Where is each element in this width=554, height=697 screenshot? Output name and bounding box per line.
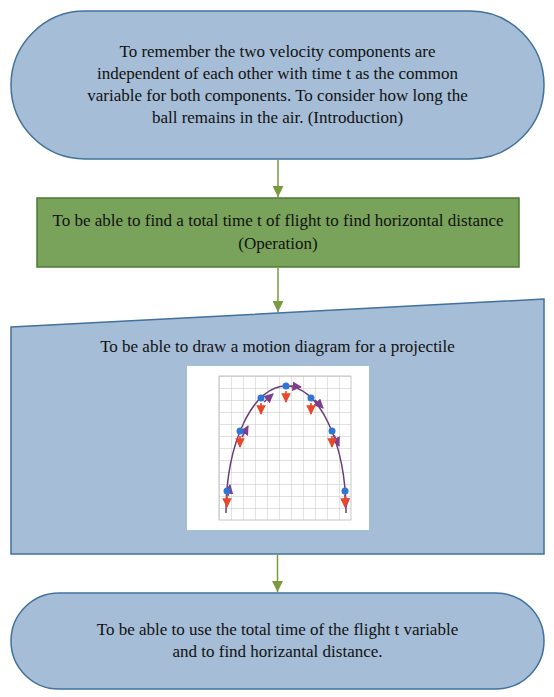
process-box-outline	[36, 197, 520, 268]
flow-arrow	[277, 160, 279, 197]
gravity-arrows	[227, 391, 345, 507]
illustration-background	[187, 366, 369, 530]
node-label: To be able to use the total time of the …	[85, 619, 470, 663]
terminal-box-outline	[10, 592, 545, 690]
grid	[219, 376, 351, 520]
node-label: To be able to draw a motion diagram for …	[34, 336, 521, 358]
motion-diagram-illustration	[187, 366, 369, 530]
terminal-box: To be able to use the total time of the …	[10, 592, 545, 690]
terminal-box: To remember the two velocity components …	[10, 10, 545, 160]
terminal-box-outline	[10, 10, 545, 160]
trajectory	[226, 386, 346, 513]
flow-arrow	[277, 555, 279, 592]
flow-arrow	[277, 268, 279, 312]
velocity-arrows	[228, 386, 346, 507]
position-dots	[223, 383, 348, 495]
node-label: To remember the two velocity components …	[85, 41, 470, 129]
node-label: To be able to find a total time t of fli…	[50, 210, 506, 254]
process-box: To be able to find a total time t of fli…	[36, 197, 520, 268]
